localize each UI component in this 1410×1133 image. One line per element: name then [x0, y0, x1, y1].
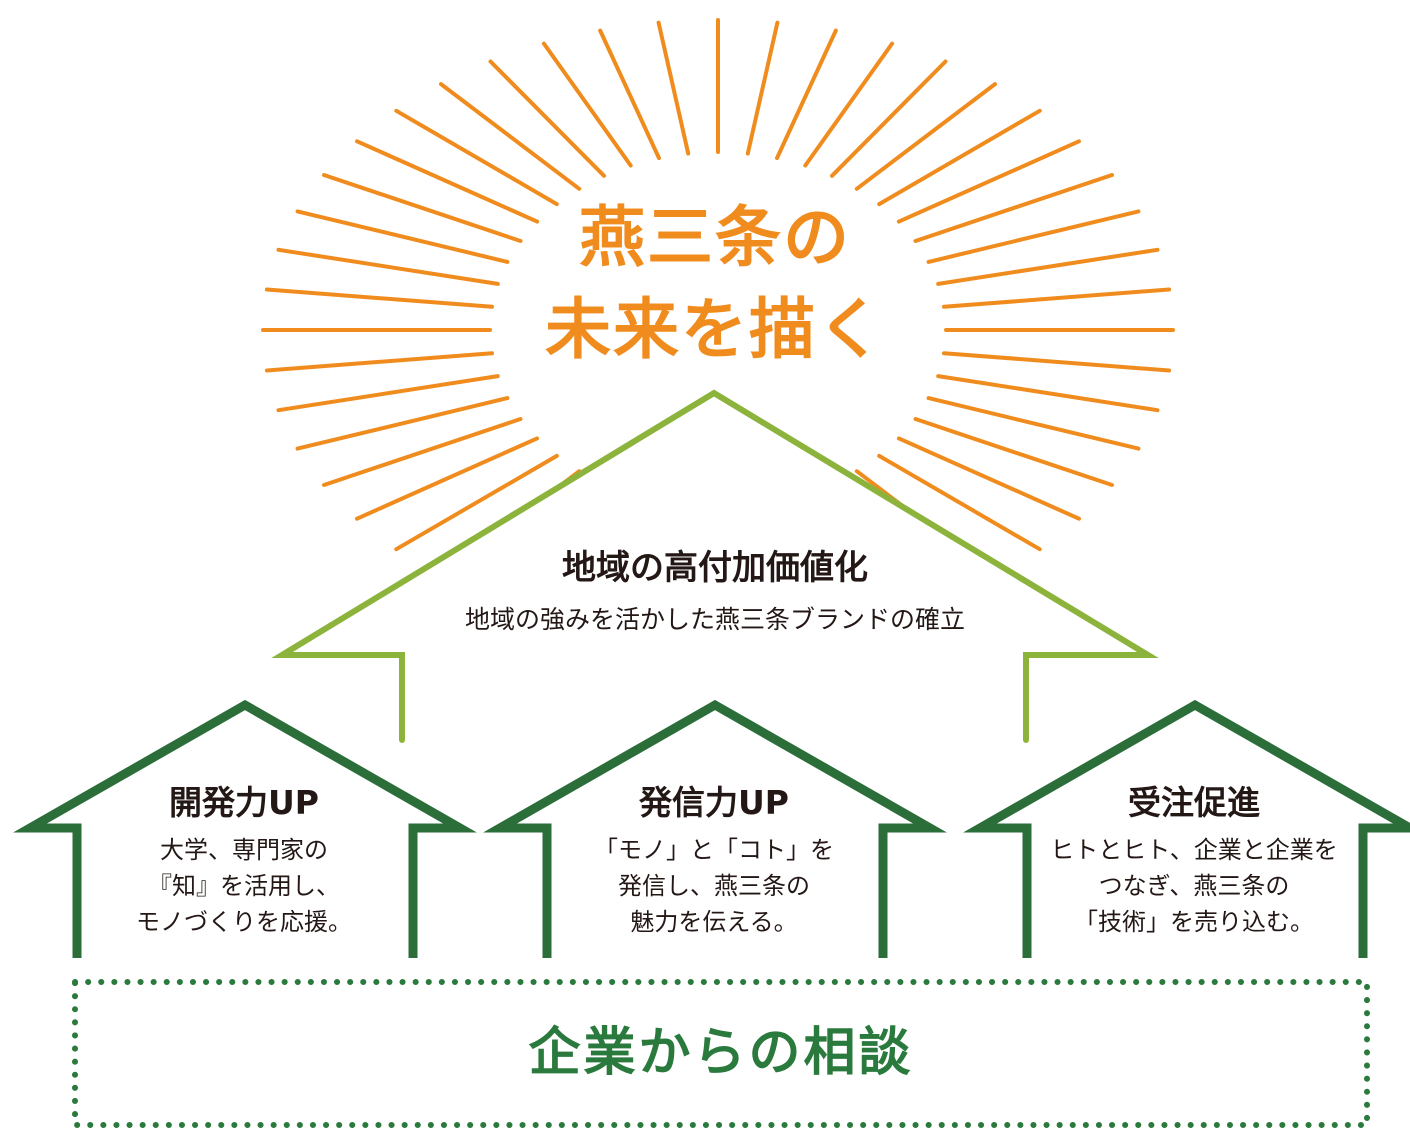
sunburst-ray: [896, 436, 1081, 521]
pillar-title-communication: 発信力UP: [639, 783, 789, 822]
sunburst-ray: [598, 28, 661, 161]
sunburst-ray: [322, 417, 523, 487]
sunburst-ray: [803, 41, 895, 168]
pillar-body-communication: 「モノ」と「コト」を 発信し、燕三条の 魅力を伝える。: [544, 832, 884, 940]
sunburst-ray: [877, 108, 1042, 207]
sunburst-ray: [355, 436, 540, 521]
pillar-line: ヒトとヒト、企業と企業を: [1050, 836, 1338, 864]
sunburst-ray: [276, 374, 500, 413]
vision-line-2: 未来を描く: [545, 291, 885, 368]
goal-title: 地域の高付加価値化: [562, 548, 868, 588]
sunburst-ray: [877, 453, 1042, 552]
sunburst-ray: [942, 287, 1172, 309]
pillar-body-development: 大学、専門家の 『知』を活用し、 モノづくりを応援。: [74, 832, 414, 940]
pillar-line: つなぎ、燕三条の: [1098, 872, 1290, 900]
sunburst-ray: [936, 374, 1160, 413]
pillar-line: 発信し、燕三条の: [618, 872, 810, 900]
goal-subtitle: 地域の強みを活かした燕三条ブランドの確立: [464, 605, 965, 634]
pillar-arrow-development: [13, 699, 477, 958]
sunburst-ray: [936, 247, 1160, 286]
pillar-arrow-communication: [483, 699, 947, 958]
sunburst-ray: [541, 41, 633, 168]
pillar-arrow-orders: [963, 699, 1410, 958]
sunburst-ray: [264, 287, 494, 309]
pillar-line: 『知』を活用し、: [148, 872, 340, 900]
pillar-title-development: 開発力UP: [169, 783, 319, 822]
pillar-line: 「モノ」と「コト」を: [594, 836, 834, 864]
pillar-line: モノづくりを応援。: [136, 908, 352, 936]
sunburst-ray: [775, 28, 838, 161]
sunburst-ray: [276, 247, 500, 286]
pillar-line: 魅力を伝える。: [630, 908, 798, 936]
sunburst-ray: [355, 139, 540, 224]
sunburst-ray: [830, 59, 948, 178]
sunburst-ray: [913, 417, 1114, 487]
sunburst-ray: [656, 20, 691, 156]
sunburst-ray: [926, 209, 1141, 264]
sunburst-ray: [942, 351, 1172, 373]
pillar-line: 「技術」を売り込む。: [1074, 908, 1314, 936]
pillar-body-orders: ヒトとヒト、企業と企業を つなぎ、燕三条の 「技術」を売り込む。: [1024, 832, 1364, 940]
sunburst-ray: [488, 59, 606, 178]
vision-heading: 燕三条の 未来を描く: [455, 192, 975, 376]
sunburst-ray: [394, 453, 559, 552]
sunburst-ray: [896, 139, 1081, 224]
foundation-dotted-box: [72, 979, 1370, 1128]
sunburst-ray: [295, 396, 510, 451]
sunburst-ray: [322, 173, 523, 243]
sunburst-ray: [264, 351, 494, 373]
sunburst-ray: [295, 209, 510, 264]
vision-line-1: 燕三条の: [579, 199, 851, 276]
pillar-line: 大学、専門家の: [160, 836, 328, 864]
sunburst-ray: [854, 82, 997, 191]
sunburst-ray: [439, 82, 582, 191]
foundation-label: 企業からの相談: [528, 1023, 914, 1083]
sunburst-ray: [745, 20, 780, 156]
pillar-title-orders: 受注促進: [1128, 783, 1260, 822]
goal-roof-outline: [271, 389, 1159, 743]
sunburst-ray: [913, 173, 1114, 243]
sunburst-ray: [926, 396, 1141, 451]
sunburst-ray: [394, 108, 559, 207]
